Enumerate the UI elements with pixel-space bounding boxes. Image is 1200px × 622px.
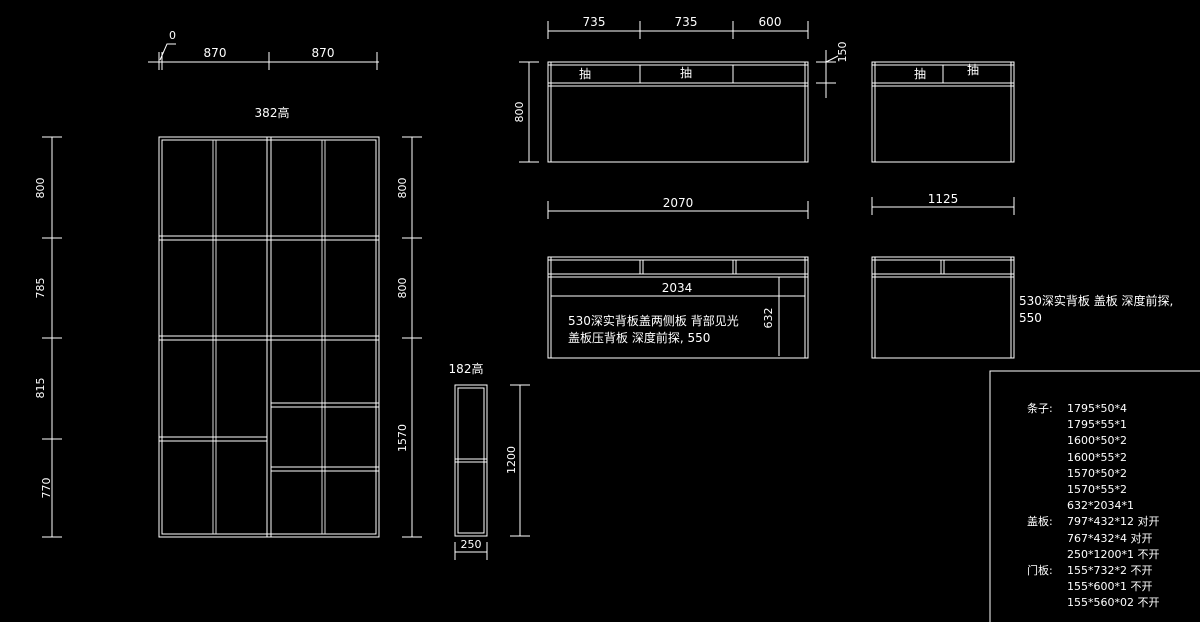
- small-drawer-label-2: 抽: [967, 63, 979, 77]
- side-inner-frame: [457, 387, 485, 534]
- desk-outer: [547, 61, 809, 163]
- desk-top-dim-2: 735: [675, 15, 698, 29]
- parts-row-value: 1570*50*2: [1067, 466, 1127, 480]
- parts-row-value: 155*560*02 不开: [1067, 596, 1160, 610]
- small-cabinet: 抽 抽 1125: [871, 61, 1015, 359]
- desk-drawer-dim: 150: [836, 42, 849, 63]
- parts-row-value: 767*432*4 对开: [1067, 531, 1153, 545]
- desk-top-dim-3: 600: [759, 15, 782, 29]
- desk-front-elevation: 735 735 600 抽 抽 800 150 2070: [513, 15, 849, 219]
- front-offset-label: 0: [169, 29, 176, 42]
- front-left-dim-1: 800: [34, 178, 47, 199]
- front-top-dim-2: 870: [312, 46, 335, 60]
- front-left-dim-2: 785: [34, 278, 47, 299]
- parts-list-border: [989, 370, 1200, 622]
- front-top-dim-1: 870: [204, 46, 227, 60]
- front-outer-frame: [158, 136, 380, 538]
- parts-row: 1570*55*2: [1027, 482, 1160, 498]
- parts-row-value: 1600*55*2: [1067, 450, 1127, 464]
- parts-row-label: 门板:: [1027, 564, 1053, 578]
- side-width-dim: 250: [461, 538, 482, 551]
- parts-row-label: 条子:: [1027, 402, 1053, 415]
- parts-row-value: 155*600*1 不开: [1067, 580, 1153, 594]
- small-front-outer: [871, 61, 1015, 163]
- parts-row: 767*432*4 对开: [1027, 531, 1160, 547]
- desk-note-line-2: 盖板压背板 深度前探, 550: [568, 331, 711, 345]
- small-drawer-label-1: 抽: [914, 67, 926, 81]
- desk-plan-outer: [547, 256, 809, 359]
- parts-row-value: 250*1200*1 不开: [1067, 547, 1160, 561]
- small-width-dim: 1125: [928, 192, 959, 206]
- side-height-note: 182高: [449, 361, 484, 376]
- desk-drawer-leader: [825, 55, 839, 63]
- front-elevation: 0 870 870 382高 800 785 815 770 800 800 1…: [34, 29, 422, 538]
- front-right-dim-3: 1570: [396, 424, 409, 452]
- parts-row-value: 1795*55*1: [1067, 418, 1127, 432]
- desk-top-dim-1: 735: [583, 15, 606, 29]
- small-note: 530深实背板 盖板 深度前探, 550: [1019, 293, 1173, 327]
- desk-drawer-label-1: 抽: [579, 67, 591, 81]
- desk-plan-depth-dim: 632: [762, 308, 775, 329]
- parts-row: 1600*55*2: [1027, 450, 1160, 466]
- parts-row: 条子: 1795*50*4: [1027, 401, 1160, 417]
- side-outer-frame: [454, 384, 488, 537]
- parts-row: 632*2034*1: [1027, 498, 1160, 514]
- parts-row-label: 盖板:: [1027, 515, 1053, 529]
- front-height-note: 382高: [255, 105, 290, 120]
- front-offset-leader: [159, 43, 176, 61]
- front-left-dim-3: 815: [34, 378, 47, 399]
- front-left-dim-4: 770: [40, 478, 53, 499]
- parts-row-value: 1600*50*2: [1067, 434, 1127, 448]
- parts-row: 门板: 155*732*2 不开: [1027, 563, 1160, 579]
- front-right-dim-2: 800: [396, 278, 409, 299]
- parts-row: 1600*50*2: [1027, 433, 1160, 449]
- desk-drawer-label-2: 抽: [680, 66, 692, 80]
- parts-row: 155*560*02 不开: [1027, 595, 1160, 611]
- desk-note-line-1: 530深实背板盖两侧板 背部见光: [568, 314, 739, 328]
- desk-plan: 2034 632: [547, 256, 809, 359]
- parts-row: 1795*55*1: [1027, 417, 1160, 433]
- small-plan-outer: [871, 256, 1015, 359]
- parts-row: 250*1200*1 不开: [1027, 547, 1160, 563]
- side-height-dim: 1200: [505, 446, 518, 474]
- parts-row-value: 632*2034*1: [1067, 499, 1134, 513]
- parts-list: 条子: 1795*50*4 1795*55*1 1600*50*2 1600*55*2 1…: [1027, 401, 1160, 612]
- parts-row: 1570*50*2: [1027, 466, 1160, 482]
- parts-row: 盖板: 797*432*12 对开: [1027, 514, 1160, 530]
- parts-row-value: 155*732*2 不开: [1067, 564, 1153, 578]
- desk-height-dim: 800: [513, 102, 526, 123]
- parts-row-value: 1795*50*4: [1067, 402, 1127, 415]
- small-note-line-1: 530深实背板 盖板 深度前探,: [1019, 294, 1174, 308]
- parts-row: 155*600*1 不开: [1027, 579, 1160, 595]
- front-inner-frame: [161, 139, 377, 535]
- small-note-line-2: 550: [1019, 311, 1042, 325]
- parts-row-value: 1570*55*2: [1067, 483, 1127, 497]
- desk-plan-inner-dim: 2034: [662, 281, 693, 295]
- desk-note: 530深实背板盖两侧板 背部见光 盖板压背板 深度前探, 550: [568, 313, 739, 347]
- side-view: 182高 1200 250: [449, 361, 530, 560]
- desk-width-dim: 2070: [663, 196, 694, 210]
- front-right-dim-1: 800: [396, 178, 409, 199]
- parts-row-value: 797*432*12 对开: [1067, 515, 1160, 529]
